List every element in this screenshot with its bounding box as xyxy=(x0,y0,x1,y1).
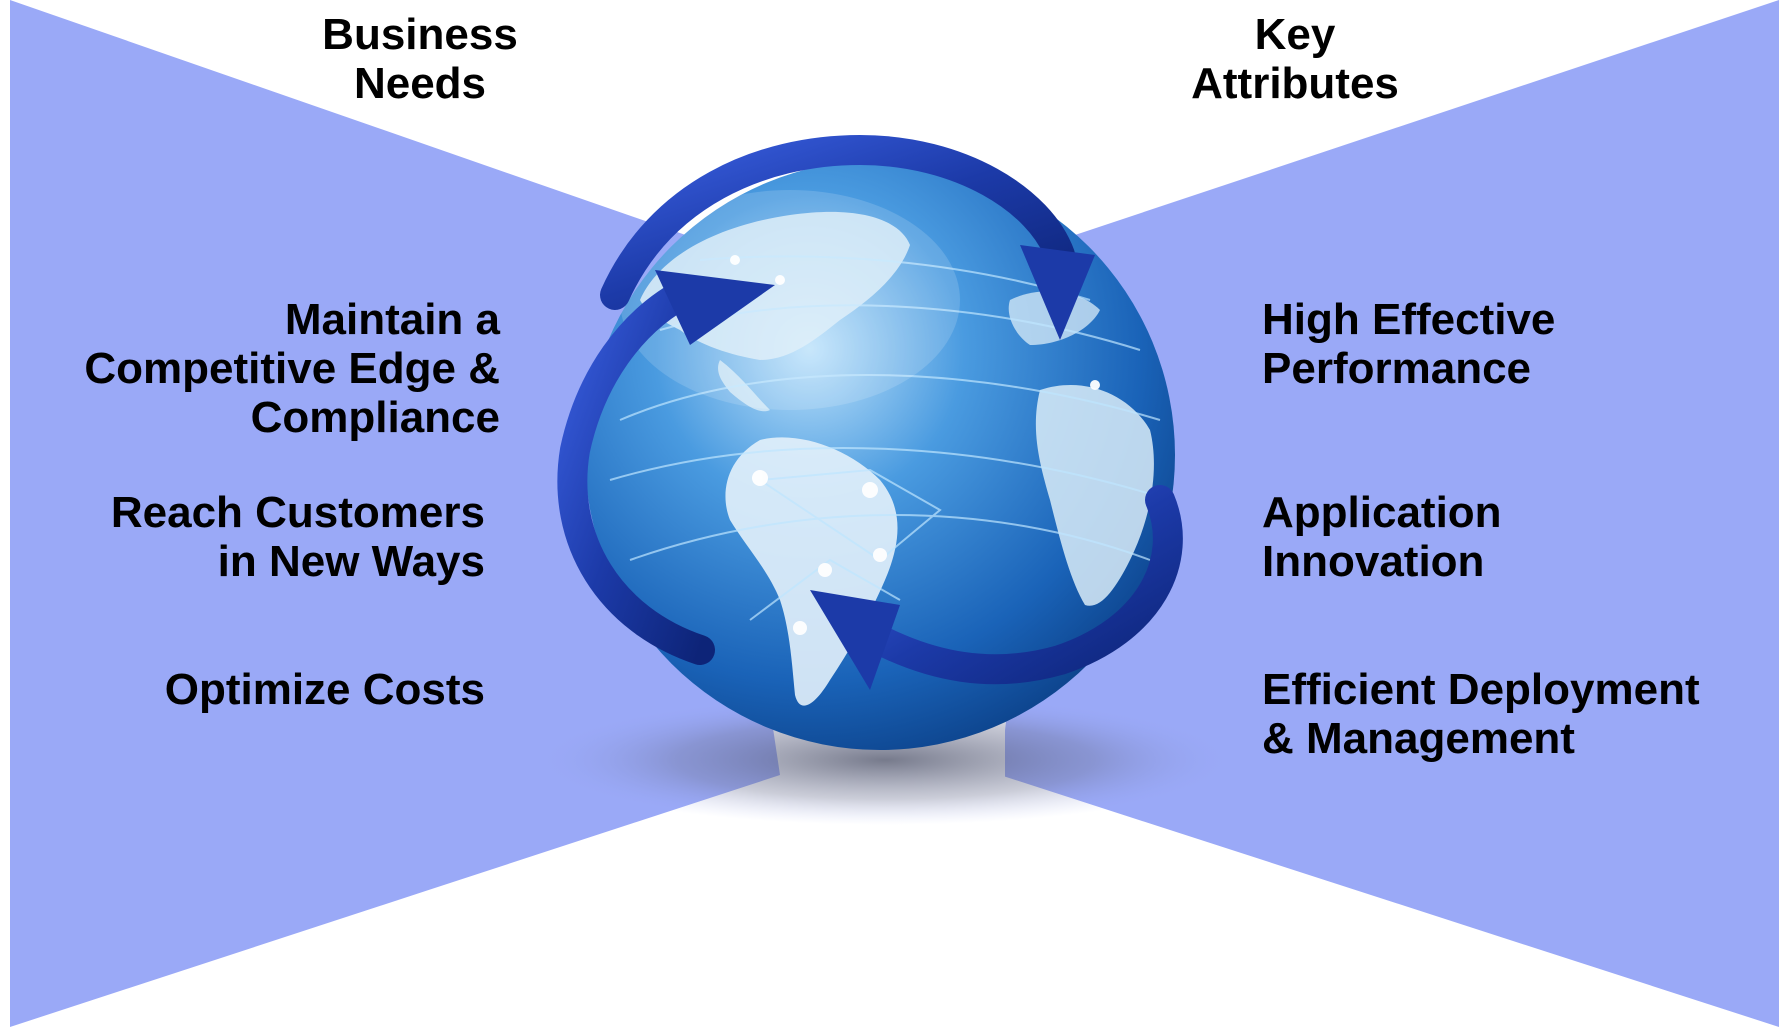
key-attributes-heading: Key Attributes xyxy=(1150,10,1440,108)
key-attribute-item: High Effective Performance xyxy=(1262,295,1762,393)
heading-line: Business xyxy=(322,10,518,59)
key-attribute-item: Application Innovation xyxy=(1262,488,1762,586)
item-line: High Effective xyxy=(1262,295,1556,344)
business-need-item: Reach Customers in New Ways xyxy=(20,488,485,586)
circular-arrows-icon xyxy=(557,134,1183,690)
item-line: Compliance xyxy=(250,393,500,442)
item-line: Application xyxy=(1262,488,1502,537)
item-line: Efficient Deployment xyxy=(1262,665,1700,714)
item-line: Innovation xyxy=(1262,537,1485,586)
item-line: Reach Customers xyxy=(110,488,485,537)
item-line: in New Ways xyxy=(217,537,485,586)
business-need-item: Maintain a Competitive Edge & Compliance xyxy=(20,295,500,442)
heading-line: Needs xyxy=(353,59,487,108)
heading-line: Key xyxy=(1254,10,1336,59)
item-line: & Management xyxy=(1262,714,1575,763)
item-line: Competitive Edge & xyxy=(84,344,500,393)
key-attribute-item: Efficient Deployment & Management xyxy=(1262,665,1767,763)
item-line: Performance xyxy=(1262,344,1532,393)
item-line: Maintain a xyxy=(284,295,500,344)
heading-line: Attributes xyxy=(1191,59,1399,108)
pedestal-shadow xyxy=(535,695,1235,825)
business-needs-heading: Business Needs xyxy=(300,10,540,108)
item-line: Optimize Costs xyxy=(164,665,485,714)
business-need-item: Optimize Costs xyxy=(20,665,485,714)
